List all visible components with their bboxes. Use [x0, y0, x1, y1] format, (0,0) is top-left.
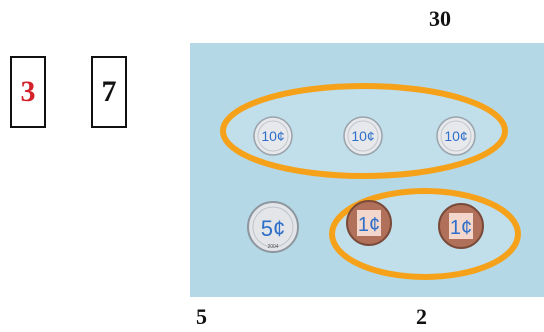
nickel-year: 2004 — [267, 244, 278, 250]
coin-illustration: 10¢ 10¢ 10¢ 5¢ 2004 1¢ 1¢ — [220, 83, 521, 280]
nickel-total-label: 5 — [196, 304, 207, 329]
ones-digit-box: 7 — [91, 56, 127, 128]
nickel-label: 5¢ — [261, 216, 285, 241]
ones-digit: 7 — [101, 75, 117, 108]
penny-label: 1¢ — [358, 214, 380, 236]
dime-coin: 10¢ — [253, 116, 293, 156]
dime-label: 10¢ — [351, 128, 374, 144]
dimes-total-label: 30 — [429, 6, 451, 31]
penny-coin: 1¢ — [346, 200, 392, 246]
dime-label: 10¢ — [261, 128, 284, 144]
penny-coin: 1¢ — [438, 203, 484, 249]
pennies-total-label: 2 — [416, 304, 427, 329]
dime-coin: 10¢ — [343, 116, 383, 156]
dime-label: 10¢ — [444, 128, 467, 144]
dime-coin: 10¢ — [436, 116, 476, 156]
tens-digit-box: 3 — [10, 56, 46, 128]
tens-digit: 3 — [20, 75, 36, 108]
penny-label: 1¢ — [450, 217, 472, 239]
nickel-coin: 5¢ 2004 — [247, 201, 299, 253]
